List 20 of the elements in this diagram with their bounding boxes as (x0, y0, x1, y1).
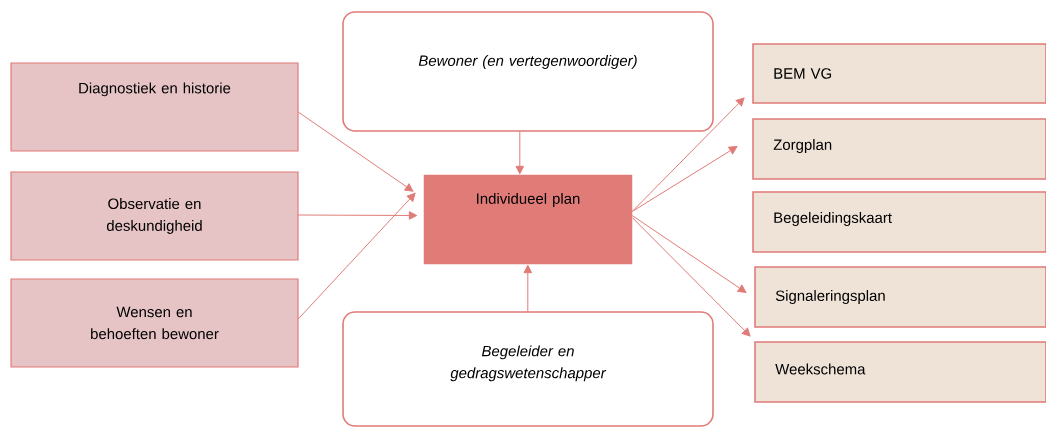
input-box: Wensen en behoeften bewoner (10, 278, 299, 368)
rounded-box: Bewoner (en vertegenwoordiger) (342, 11, 714, 132)
arrow (515, 130, 525, 175)
arrow (297, 192, 416, 320)
output-box: Weekschema (754, 341, 1046, 403)
input-box: Observatie en deskundigheid (10, 171, 299, 261)
arrow (631, 215, 747, 293)
arrow (523, 264, 533, 313)
arrow (631, 97, 745, 212)
input-box: Diagnostiek en historie (10, 62, 299, 152)
arrow (631, 146, 738, 212)
arrow (631, 217, 751, 337)
output-box: Begeleidingskaart (752, 191, 1046, 253)
arrow (297, 111, 414, 192)
arrow (297, 211, 418, 220)
output-box: BEM VG (752, 43, 1046, 104)
output-box: Zorgplan (752, 118, 1046, 180)
rounded-box: Begeleider en gedragswetenschapper (342, 311, 714, 427)
output-box: Signaleringsplan (754, 266, 1046, 328)
plan-box: Individueel plan (423, 174, 633, 265)
